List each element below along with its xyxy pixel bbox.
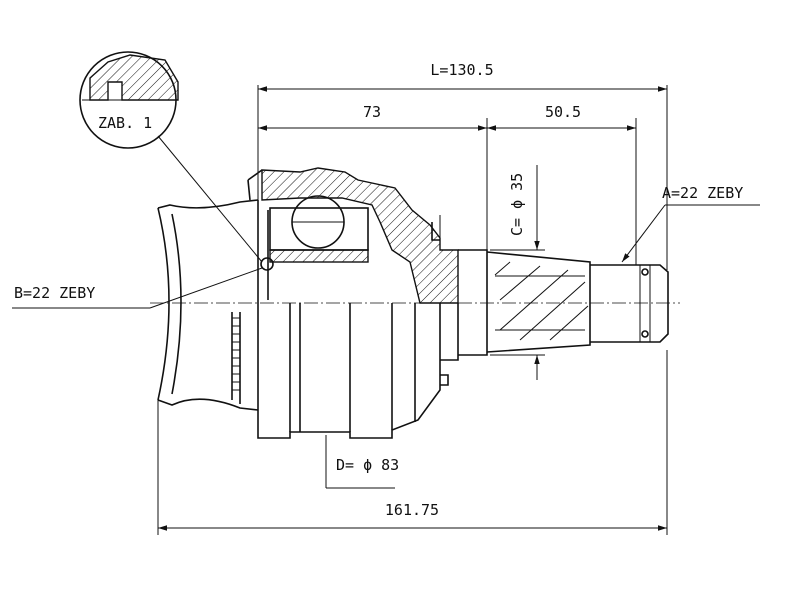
housing-length-label: 73 (363, 103, 381, 121)
callout-outer-splines: A=22 ZEBY (621, 184, 760, 263)
housing-body (257, 303, 459, 439)
total-length-label: L=130.5 (430, 61, 493, 79)
shaft (458, 249, 669, 356)
dimension-shaft-length: 50.5 (487, 103, 637, 265)
inner-splines-label: B=22 ZEBY (14, 284, 95, 302)
detail-zab1: ZAB. 1 (79, 51, 263, 263)
outer-diameter-label: D= ϕ 83 (336, 456, 399, 474)
shaft-diameter-label: C= ϕ 35 (508, 173, 526, 236)
overall-length-label: 161.75 (385, 501, 439, 519)
callout-inner-splines: B=22 ZEBY (12, 267, 263, 309)
dimension-outer-diameter: D= ϕ 83 (325, 435, 399, 489)
dimension-shaft-diameter: C= ϕ 35 (490, 165, 545, 380)
detail-label: ZAB. 1 (98, 114, 152, 132)
shaft-length-label: 50.5 (545, 103, 581, 121)
boot-flange (157, 199, 259, 411)
dimension-overall-length: 161.75 (157, 350, 668, 535)
outer-splines-label: A=22 ZEBY (662, 184, 743, 202)
dimension-housing-length: 73 (258, 103, 488, 250)
housing-section (247, 167, 459, 304)
